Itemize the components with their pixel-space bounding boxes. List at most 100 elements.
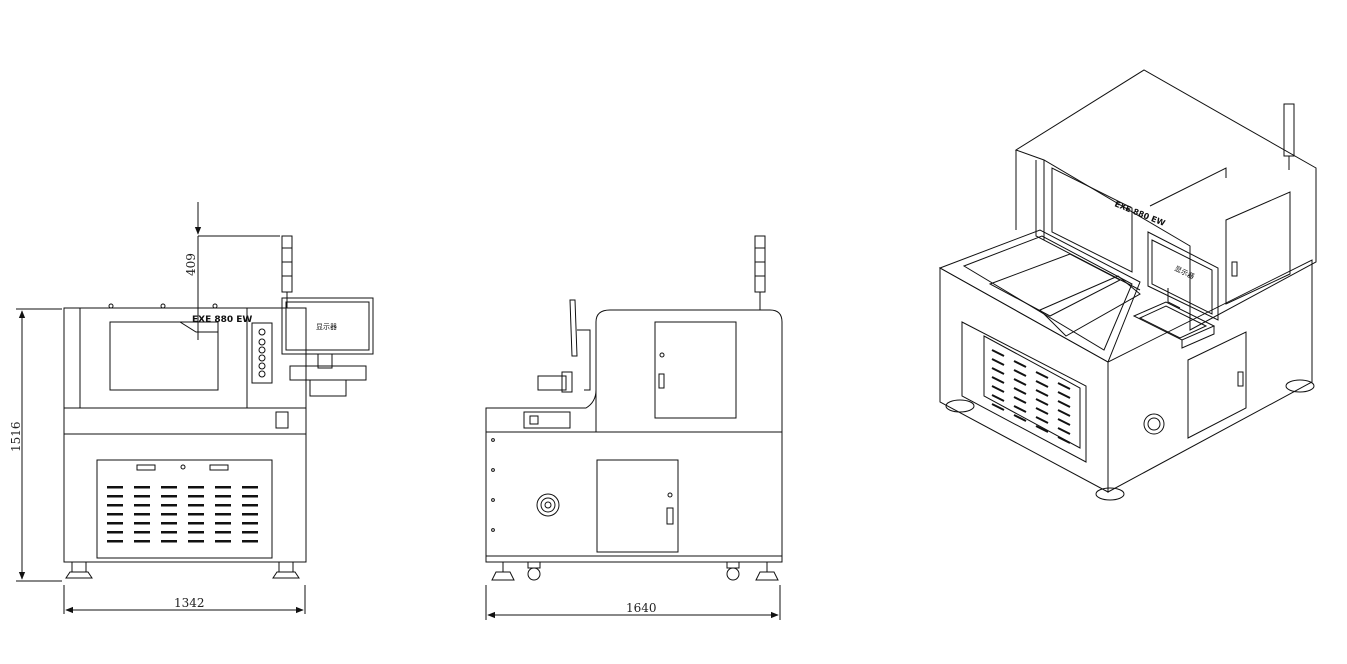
vent-slot [1013,414,1027,422]
vent-slot [1035,407,1049,415]
vent-slot [1013,360,1027,368]
front-vents [107,486,258,543]
vent-slot [134,522,150,525]
vent-slot [991,385,1005,393]
side-dimensions [485,585,781,620]
vent-slot [1013,396,1027,404]
vent-slot [991,403,1005,411]
vent-slot [1013,378,1027,386]
front-signal-tower [281,235,293,293]
front-monitor-label: 显示器 [316,323,337,331]
side-lower-door [596,459,679,553]
vent-slot [107,513,123,516]
iso-view [938,69,1317,501]
vent-slot [242,513,258,516]
side-signal-tower [754,235,766,293]
vent-slot [107,531,123,534]
vent-slot [134,540,150,543]
vent-slot [161,486,177,489]
vent-slot [188,504,204,507]
vent-slot [1035,389,1049,397]
vent-slot [107,522,123,525]
side-depth-label: 1640 [626,601,657,615]
vent-slot [991,394,1005,402]
front-height-label: 1516 [9,421,23,452]
vent-slot [188,486,204,489]
iso-monitor [1147,231,1219,321]
iso-window [1051,167,1133,273]
side-upper-housing [595,309,783,432]
iso-vent-panel [961,321,1087,463]
vent-slot [161,540,177,543]
vent-slot [134,486,150,489]
vent-slot [161,504,177,507]
iso-base-right-face [1107,259,1313,493]
vent-slot [1057,400,1071,408]
front-dimensions [16,202,306,614]
iso-monitor-label: 显示器 [1173,265,1195,281]
vent-slot [242,540,258,543]
vent-slot [188,540,204,543]
iso-lower-door [1187,331,1247,439]
vent-slot [107,486,123,489]
vent-slot [242,486,258,489]
vent-slot [215,486,231,489]
vent-slot [134,513,150,516]
side-monitor [569,299,578,357]
vent-slot [107,540,123,543]
side-fan [536,493,560,517]
front-lower-cabinet [63,407,307,435]
vent-slot [1035,425,1049,433]
front-foot-right [278,561,294,573]
vent-slot [1035,380,1049,388]
vent-slot [161,495,177,498]
vent-slot [1057,382,1071,390]
vent-slot [188,531,204,534]
vent-slot [1057,409,1071,417]
front-foot-left [71,561,87,573]
vent-slot [1013,405,1027,413]
vent-slot [107,495,123,498]
vent-slot [242,522,258,525]
vent-slot [188,513,204,516]
vent-slot [134,531,150,534]
vent-slot [1057,427,1071,435]
front-width-label: 1342 [174,596,205,610]
vent-slot [215,504,231,507]
vent-slot [1035,416,1049,424]
vent-slot [1057,418,1071,426]
iso-upper-housing [1014,69,1317,331]
vent-slot [215,540,231,543]
front-vent-panel [96,459,273,559]
vent-slot [161,531,177,534]
vent-slot [215,513,231,516]
vent-slot [215,531,231,534]
side-lower-cabinet [485,431,783,563]
vent-slot [1057,391,1071,399]
front-control-panel [251,322,273,384]
iso-signal-tower [1283,103,1295,157]
vent-slot [1013,387,1027,395]
vent-slot [242,495,258,498]
front-brand-label: EXE 880 EW [192,315,252,325]
vent-slot [188,495,204,498]
vent-slot [1057,436,1071,444]
side-upper-door [654,321,737,419]
vent-slot [134,504,150,507]
vent-slot [215,522,231,525]
monitor-offset-label: 409 [184,253,198,276]
vent-slot [1035,398,1049,406]
vent-slot [161,522,177,525]
vent-slot [991,367,1005,375]
iso-upper-door [1225,191,1291,305]
vent-slot [134,495,150,498]
vent-slot [991,376,1005,384]
vent-slot [1035,371,1049,379]
vent-slot [161,513,177,516]
side-view [485,235,783,581]
vent-slot [991,349,1005,357]
iso-vents [991,349,1071,444]
vent-slot [188,522,204,525]
vent-slot [1013,369,1027,377]
